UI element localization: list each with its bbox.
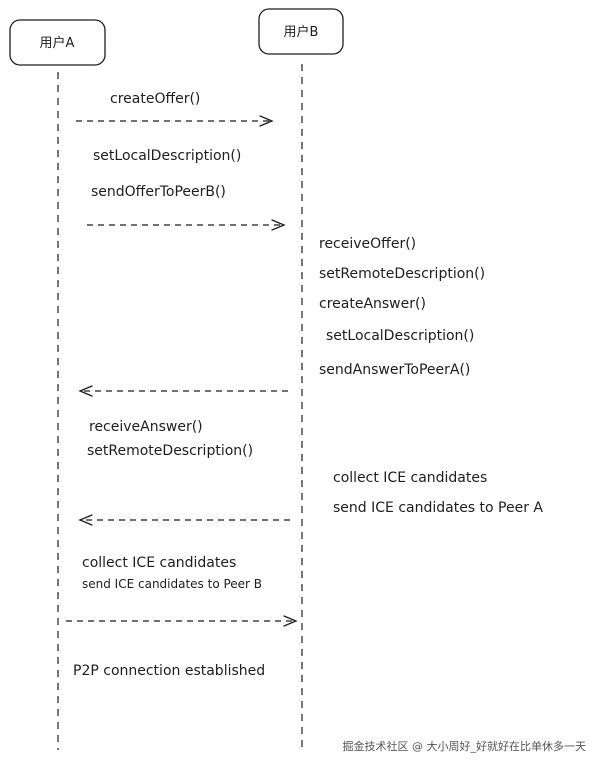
step-receive-offer: receiveOffer() — [319, 236, 416, 252]
step-set-remote-b: setRemoteDescription() — [319, 266, 485, 282]
arrow-ice-a-to-b — [66, 615, 298, 627]
actor-b-label: 用户B — [284, 24, 319, 40]
actor-b-box: 用户B — [258, 8, 344, 55]
arrow-offer-a-to-b — [76, 115, 274, 127]
step-collect-ice-b: collect ICE candidates — [333, 470, 487, 486]
arrow-answer-b-to-a — [78, 385, 288, 397]
step-receive-answer: receiveAnswer() — [89, 419, 203, 435]
step-send-answer: sendAnswerToPeerA() — [319, 362, 470, 378]
step-send-ice-b: send ICE candidates to Peer A — [333, 500, 543, 516]
step-send-offer: sendOfferToPeerB() — [91, 184, 226, 200]
step-connection-established: P2P connection established — [73, 663, 265, 679]
step-set-remote-a: setRemoteDescription() — [87, 443, 253, 459]
step-send-ice-a: send ICE candidates to Peer B — [82, 577, 262, 591]
step-collect-ice-a: collect ICE candidates — [82, 555, 236, 571]
step-set-local-a: setLocalDescription() — [93, 148, 241, 164]
actor-a-label: 用户A — [40, 35, 75, 51]
actor-a-box: 用户A — [9, 19, 106, 66]
step-create-answer: createAnswer() — [319, 296, 426, 312]
step-set-local-b: setLocalDescription() — [326, 328, 474, 344]
watermark: 掘金技术社区 @ 大小周好_好就好在比单休多一天 — [343, 739, 587, 753]
arrow-ice-b-to-a — [78, 514, 290, 526]
arrow-send-offer-a-to-b — [87, 219, 286, 231]
step-create-offer: createOffer() — [110, 91, 200, 107]
